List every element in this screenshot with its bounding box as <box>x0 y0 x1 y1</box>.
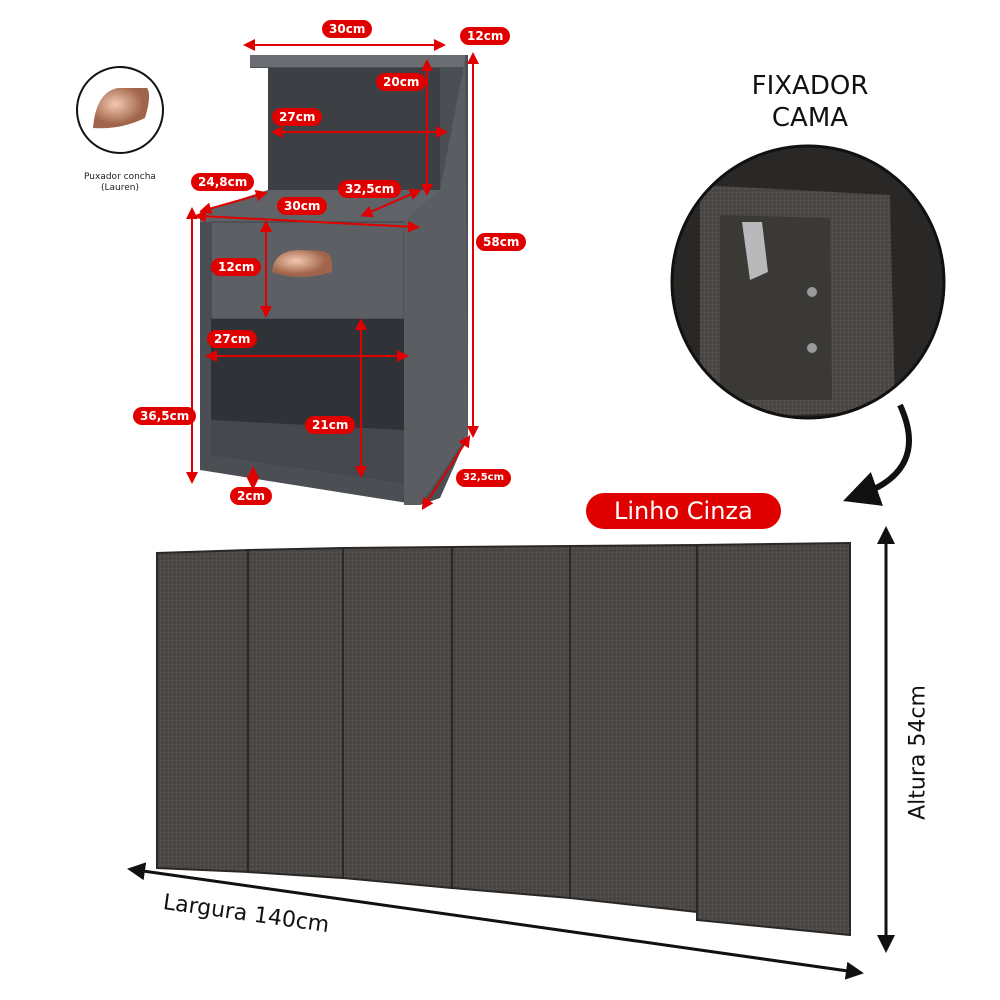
handle-caption-name: Puxador concha <box>84 172 156 182</box>
curved-arrow-icon <box>843 403 912 506</box>
dim-niche-width: 27cm <box>207 330 258 348</box>
dim-foot-height: 2cm <box>230 487 272 505</box>
dim-shelf-height: 20cm <box>376 73 427 91</box>
dim-shelf-width: 27cm <box>272 108 323 126</box>
fixer-title: FIXADOR CAMA <box>720 70 900 134</box>
cup-handle-icon <box>93 88 150 129</box>
dim-niche-height: 21cm <box>305 416 356 434</box>
handle-inset-circle <box>76 66 164 154</box>
dim-body-height: 36,5cm <box>133 407 197 425</box>
nightstand <box>186 39 479 511</box>
dim-top-width: 30cm <box>322 20 373 38</box>
dim-top-depth: 12cm <box>460 27 511 45</box>
headboard <box>156 541 851 937</box>
dim-top-depth-2: 32,5cm <box>338 180 402 198</box>
handle-caption-model: (Lauren) <box>101 183 139 193</box>
dim-body-width: 30cm <box>277 197 328 215</box>
color-label-badge: Linho Cinza <box>586 493 781 529</box>
bracket-icon <box>742 222 768 280</box>
fixer-title-line2: CAMA <box>771 103 849 133</box>
dim-side-depth: 24,8cm <box>191 173 255 191</box>
fixer-title-line1: FIXADOR <box>751 71 869 101</box>
dim-drawer-height: 12cm <box>211 258 262 276</box>
dim-body-depth: 32,5cm <box>456 469 512 487</box>
fixer-inset-circle <box>670 144 946 420</box>
height-label: Altura 54cm <box>905 685 931 820</box>
handle-caption: Puxador concha (Lauren) <box>70 172 170 194</box>
drawer-handle-icon <box>272 250 333 277</box>
dim-total-height: 58cm <box>476 233 527 251</box>
